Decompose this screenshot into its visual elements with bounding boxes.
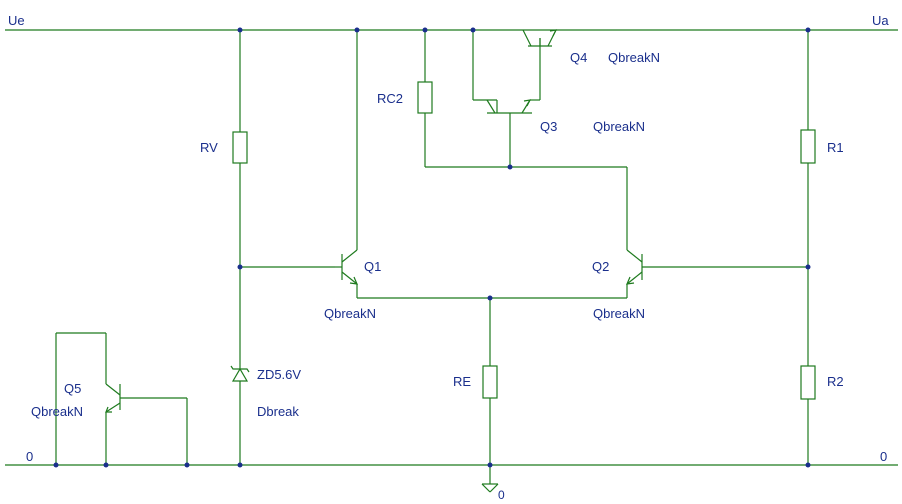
rv-branch <box>239 30 335 465</box>
rv-label: RV <box>200 140 218 155</box>
junction-nodes <box>53 27 811 468</box>
r1-label: R1 <box>827 140 844 155</box>
rc2-branch <box>424 30 627 168</box>
rc2-label: RC2 <box>377 91 403 106</box>
rc2-resistor <box>417 81 433 114</box>
re-label: RE <box>453 374 471 389</box>
ground-symbol-label: 0 <box>498 488 505 502</box>
net-label-ue: Ue <box>8 13 25 28</box>
q4-model-label: QbreakN <box>608 50 660 65</box>
zener-diode <box>230 365 250 382</box>
q2-transistor <box>626 167 808 298</box>
q4-transistor <box>522 29 558 101</box>
net-label-ground-left: 0 <box>26 449 33 464</box>
q3-model-label: QbreakN <box>593 119 645 134</box>
re-resistor <box>482 365 498 399</box>
zener-name-label: ZD5.6V <box>257 367 301 382</box>
q5-name-label: Q5 <box>64 381 81 396</box>
q1-model-label: QbreakN <box>324 306 376 321</box>
ground-symbol <box>481 465 499 493</box>
net-label-ground-right: 0 <box>880 449 887 464</box>
r1-resistor <box>800 129 816 164</box>
q3-name-label: Q3 <box>540 119 557 134</box>
rv-resistor <box>232 131 248 164</box>
q4-name-label: Q4 <box>570 50 587 65</box>
q1-name-label: Q1 <box>364 259 381 274</box>
q5-transistor <box>55 332 188 465</box>
net-label-ua: Ua <box>872 13 889 28</box>
q2-name-label: Q2 <box>592 259 609 274</box>
q5-model-label: QbreakN <box>31 404 83 419</box>
q2-model-label: QbreakN <box>593 306 645 321</box>
q3-transistor <box>472 30 532 167</box>
q1-transistor <box>335 30 358 298</box>
r2-label: R2 <box>827 374 844 389</box>
zener-model-label: Dbreak <box>257 404 299 419</box>
r2-resistor <box>800 365 816 400</box>
